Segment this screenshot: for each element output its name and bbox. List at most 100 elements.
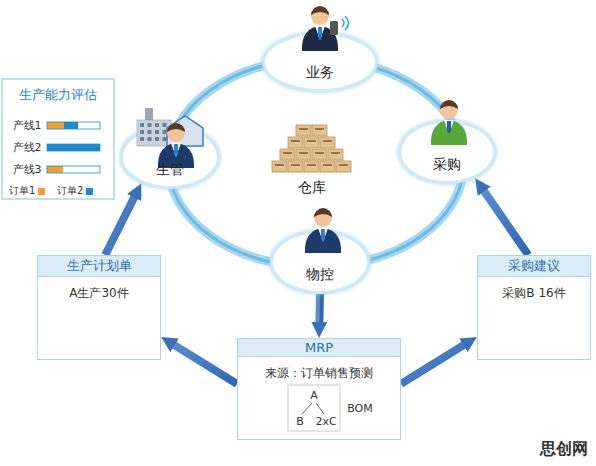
hair	[440, 100, 458, 109]
bar-segment	[78, 122, 100, 129]
box	[312, 125, 327, 136]
suit	[302, 26, 338, 51]
window	[148, 123, 152, 127]
shirt	[171, 143, 181, 157]
window	[155, 123, 159, 127]
box-tag	[339, 164, 348, 166]
window	[155, 130, 159, 134]
window	[140, 130, 144, 134]
box-tag	[323, 140, 332, 142]
box	[320, 137, 335, 148]
chimney	[145, 108, 153, 122]
box-tag	[323, 164, 332, 166]
bom-label: BOM	[347, 402, 373, 415]
box	[288, 137, 303, 148]
box	[296, 125, 311, 136]
bar-outline	[47, 166, 100, 173]
shirt	[444, 120, 454, 134]
box-tag	[291, 140, 300, 142]
role-icon	[401, 123, 499, 187]
tie	[318, 27, 322, 40]
line-name: 产线1	[13, 118, 42, 133]
flow-arrow	[170, 343, 237, 384]
node-heading: 生产计划单	[38, 256, 160, 277]
role-icon	[273, 233, 373, 297]
bar-segment	[63, 166, 100, 173]
bom-lines	[302, 403, 324, 414]
box	[296, 149, 311, 160]
head	[314, 209, 332, 227]
suit	[305, 228, 341, 253]
window	[148, 130, 152, 134]
legend-text: 订单1	[9, 184, 35, 198]
bar-outline	[47, 144, 100, 151]
window	[155, 137, 159, 141]
box-tag	[315, 128, 324, 130]
role-ellipse: 生管	[120, 125, 220, 189]
icon-group	[305, 208, 341, 253]
node-heading: 物控	[306, 266, 334, 284]
node-body: 来源：订单销售预测	[238, 365, 400, 382]
bar-segment	[47, 166, 63, 173]
flow-arrow	[401, 343, 468, 384]
document-box: 采购建议采购B 16件	[477, 255, 591, 360]
flow-arrow	[315, 294, 324, 327]
box	[304, 161, 319, 172]
hair	[314, 208, 332, 217]
box-tag	[283, 152, 292, 154]
box	[304, 137, 319, 148]
role-ellipse: 业务	[262, 32, 378, 92]
box	[336, 161, 351, 172]
document-box: 生产计划单 A生产30件	[37, 255, 161, 360]
tie	[447, 121, 451, 134]
legend-item: 订单2	[57, 184, 93, 198]
box-tag	[307, 140, 316, 142]
capacity-panel: 生产能力评估产线1产线2产线3订单1订单2	[1, 78, 115, 200]
warehouse-label: 仓库	[298, 179, 326, 197]
icon-group	[302, 6, 349, 51]
hair	[167, 123, 185, 132]
node-heading: 采购	[433, 156, 461, 174]
tie	[174, 144, 178, 157]
window	[163, 130, 167, 134]
tie	[321, 229, 325, 242]
icon-group	[431, 100, 467, 145]
bar-segment	[47, 122, 64, 129]
head	[167, 124, 185, 142]
node-body: 采购B 16件	[478, 285, 590, 302]
node-heading: 采购建议	[478, 256, 590, 277]
box	[312, 149, 327, 160]
window	[163, 137, 167, 141]
bom-part: 2xC	[315, 415, 336, 428]
factory-hall	[167, 116, 203, 146]
shirt	[315, 26, 325, 40]
node-heading: 生产能力评估	[3, 86, 113, 104]
legend-swatch	[86, 188, 93, 195]
box-tag	[331, 152, 340, 154]
node-heading: MRP	[238, 339, 400, 357]
window	[140, 137, 144, 141]
node-heading: 业务	[306, 64, 334, 82]
box	[320, 161, 335, 172]
node-body: A生产30件	[38, 285, 160, 302]
box	[288, 161, 303, 172]
box	[272, 161, 287, 172]
role-icon	[123, 128, 223, 192]
box	[280, 149, 295, 160]
bom-part: B	[296, 415, 304, 428]
box-tag	[315, 152, 324, 154]
role-ellipse: 物控	[270, 230, 370, 294]
window	[148, 137, 152, 141]
signal	[342, 16, 349, 30]
box	[328, 149, 343, 160]
node-heading: 生管	[156, 161, 184, 179]
mrp-box: MRP来源：订单销售预测AB2xCBOM	[237, 338, 401, 440]
head	[311, 7, 329, 25]
box-tag	[291, 164, 300, 166]
legend-item: 订单1	[9, 184, 45, 198]
icon-group	[137, 108, 203, 168]
shirt	[318, 228, 328, 242]
bom-frame	[288, 385, 340, 431]
legend-text: 订单2	[57, 184, 83, 198]
